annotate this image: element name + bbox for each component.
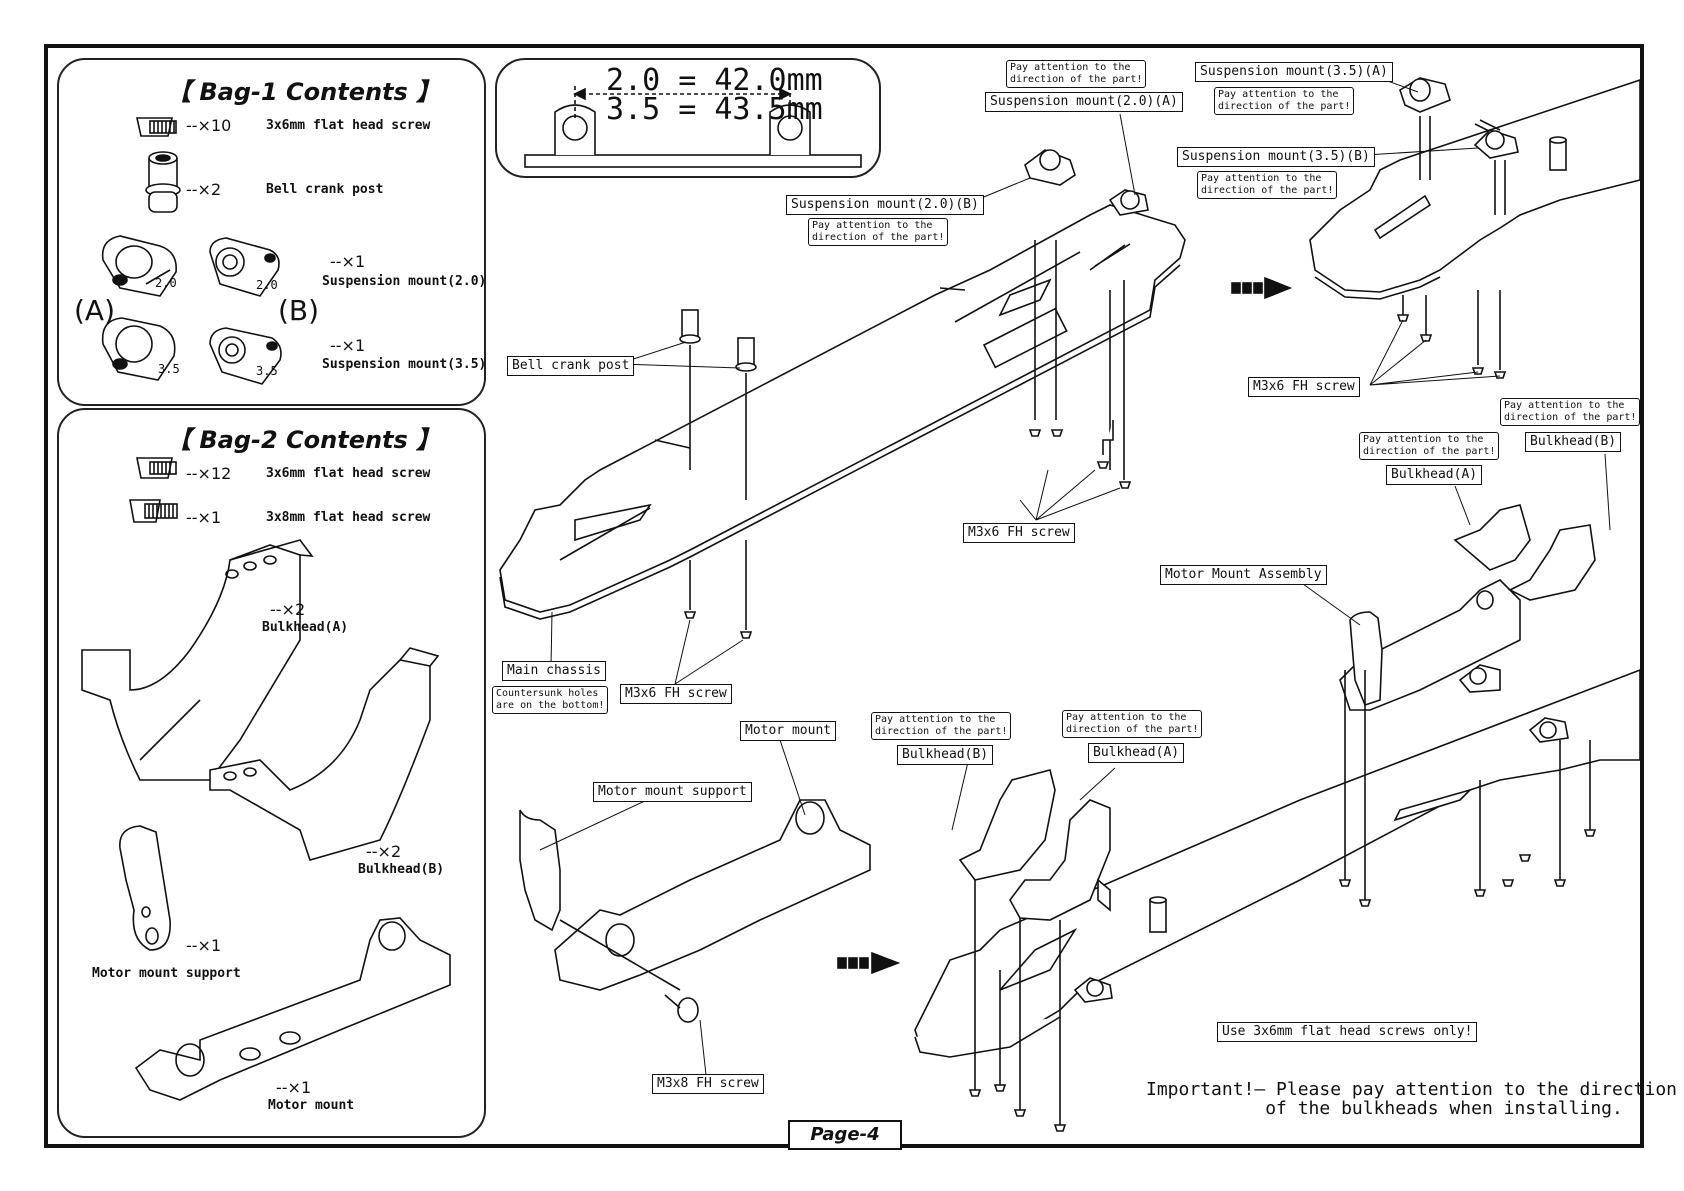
motor-mount-assembly-drawing	[1338, 504, 1597, 907]
label-bulkhead-a-top: Bulkhead(A)	[1386, 465, 1483, 485]
label-m3x6-c: M3x6 FH screw	[1248, 377, 1360, 397]
bag1-title: 【 Bag-1 Contents 】	[167, 78, 441, 106]
label-susp-35-b: Suspension mount(3.5)(B)	[1177, 147, 1375, 167]
important-note: Important!— Please pay attention to the …	[1146, 1079, 1678, 1119]
bag1-name-screw: 3x6mm flat head screw	[266, 118, 431, 133]
letter-b: (B)	[278, 294, 320, 327]
label-m3x8: M3x8 FH screw	[652, 1074, 764, 1094]
screws-top	[683, 240, 1132, 639]
bulkheads-bottom	[958, 769, 1167, 1132]
motor-mount-center-drawing	[519, 799, 871, 1023]
bag1-qty-post: --×2	[186, 180, 222, 199]
bag2-qty-bulkhead-a: --×2	[270, 600, 306, 619]
note-attention-6: Pay attention to the direction of the pa…	[1062, 710, 1203, 738]
label-bulkhead-b-bottom: Bulkhead(B)	[897, 745, 994, 765]
bag2-qty-screw8: --×1	[186, 508, 222, 527]
label-main-chassis: Main chassis	[502, 661, 606, 681]
part-mark-35a: 3.5	[158, 362, 180, 376]
motor-mount-icon	[134, 917, 451, 1101]
part-mark-20a: 2.0	[155, 276, 177, 290]
label-susp-20-a: Suspension mount(2.0)(A)	[985, 92, 1183, 112]
label-m3x6-a: M3x6 FH screw	[620, 684, 732, 704]
bag2-name-bulkhead-a: Bulkhead(A)	[262, 620, 349, 635]
bag2-qty-screw6: --×12	[186, 464, 232, 483]
suspension-mount-20a-icon	[101, 235, 177, 297]
flat-head-screw-6mm-icon	[136, 457, 177, 479]
note-attention-1: Pay attention to the direction of the pa…	[1006, 60, 1147, 88]
chassis-right-drawing	[1309, 78, 1641, 300]
leader-lines	[539, 70, 1611, 1076]
bag2-name-screw8: 3x8mm flat head screw	[266, 510, 431, 525]
suspension-mounts-right	[1396, 77, 1567, 379]
dimension-line-1: 2.0 = 42.0mm	[606, 63, 823, 98]
bag2-name-motor-mount: Motor mount	[268, 1098, 355, 1113]
note-attention-2: Pay attention to the direction of the pa…	[808, 218, 949, 246]
bag1-name-susp20: Suspension mount(2.0)	[322, 274, 487, 289]
bag1-name-post: Bell crank post	[266, 182, 384, 197]
bag1-name-susp35: Suspension mount(3.5)	[322, 357, 487, 372]
direction-arrow-icon-2	[837, 951, 901, 975]
label-bulkhead-b-top: Bulkhead(B)	[1525, 432, 1622, 452]
label-use-screws: Use 3x6mm flat head screws only!	[1217, 1022, 1478, 1042]
note-countersunk: Countersunk holes are on the bottom!	[492, 686, 609, 714]
note-attention-5: Pay attention to the direction of the pa…	[871, 712, 1012, 740]
page-number: Page-4	[788, 1120, 902, 1150]
note-attention-7: Pay attention to the direction of the pa…	[1359, 432, 1500, 460]
suspension-mount-35b-icon	[209, 327, 282, 385]
label-motor-mount-support: Motor mount support	[593, 782, 752, 802]
note-attention-4: Pay attention to the direction of the pa…	[1197, 171, 1338, 199]
bag2-name-bulkhead-b: Bulkhead(B)	[358, 862, 445, 877]
bag1-qty-screw: --×10	[186, 116, 232, 135]
main-chassis-drawing	[499, 204, 1186, 620]
flat-head-screw-icon	[136, 117, 177, 137]
flat-head-screw-8mm-icon	[129, 499, 178, 523]
bag2-name-screw6: 3x6mm flat head screw	[266, 466, 431, 481]
dimension-line-2: 3.5 = 43.5mm	[606, 92, 823, 127]
suspension-mount-20b-icon	[209, 237, 280, 297]
suspension-mounts-top	[1024, 149, 1149, 216]
bag2-qty-motor-mount: --×1	[276, 1078, 312, 1097]
label-bulkhead-a-bottom: Bulkhead(A)	[1088, 743, 1185, 763]
bag2-qty-bulkhead-b: --×2	[366, 842, 402, 861]
bag2-title: 【 Bag-2 Contents 】	[167, 426, 441, 454]
direction-arrow-icon	[1231, 276, 1293, 300]
suspension-mount-35a-icon	[101, 317, 176, 381]
note-attention-3: Pay attention to the direction of the pa…	[1214, 87, 1355, 115]
label-motor-mount-assembly: Motor Mount Assembly	[1160, 565, 1327, 585]
label-susp-35-a: Suspension mount(3.5)(A)	[1195, 62, 1393, 82]
bulkhead-b-icon	[209, 647, 440, 861]
dimension-drawing	[524, 86, 862, 168]
part-mark-35b: 3.5	[256, 364, 278, 378]
motor-mount-support-icon	[119, 825, 171, 951]
bag1-qty-susp35: --×1	[330, 336, 366, 355]
label-susp-20-b: Suspension mount(2.0)(B)	[786, 195, 984, 215]
bell-crank-posts-top	[679, 309, 757, 630]
note-attention-8: Pay attention to the direction of the pa…	[1500, 398, 1641, 426]
label-motor-mount: Motor mount	[740, 721, 837, 741]
bell-crank-post-icon	[145, 151, 181, 213]
bag1-qty-susp20: --×1	[330, 252, 366, 271]
letter-a: (A)	[74, 294, 116, 327]
bulkhead-a-icon	[81, 539, 314, 781]
label-m3x6-b: M3x6 FH screw	[963, 523, 1075, 543]
label-bell-crank-post: Bell crank post	[507, 356, 635, 376]
bag2-name-motor-support: Motor mount support	[92, 966, 241, 981]
bag2-qty-motor-support: --×1	[186, 936, 222, 955]
part-mark-20b: 2.0	[256, 278, 278, 292]
